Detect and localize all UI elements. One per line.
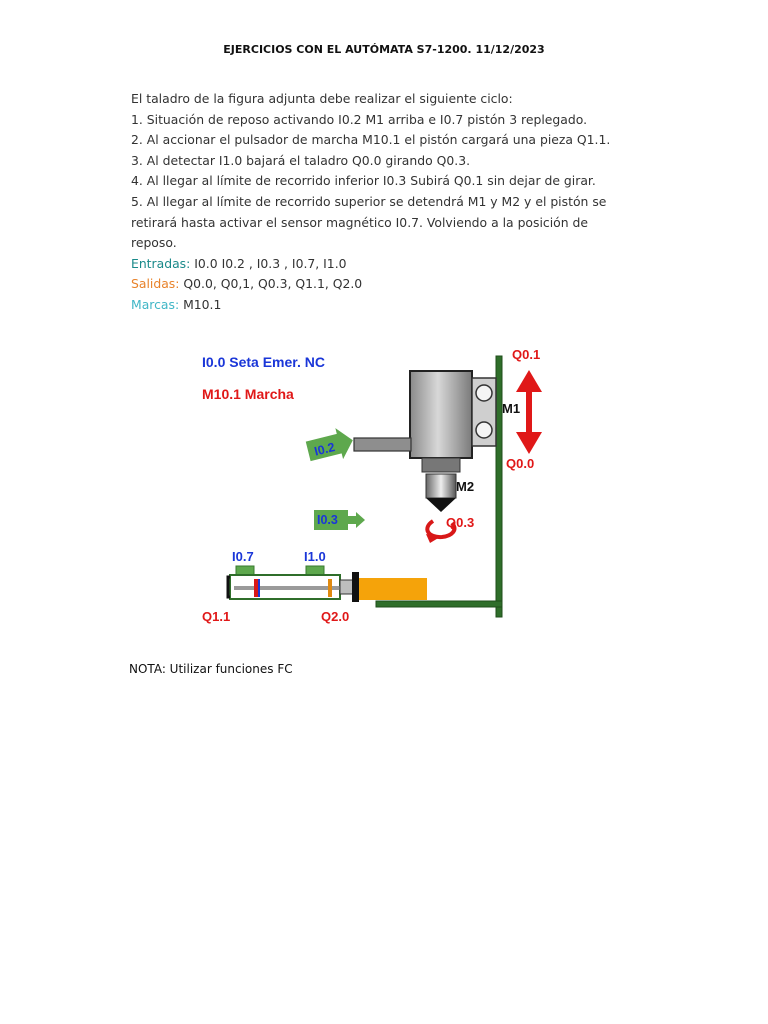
rotation-arrow-icon (425, 519, 457, 540)
seta-label: I0.0 Seta Emer. NC (202, 354, 325, 370)
i07-sensor (235, 565, 255, 576)
exercise-text: El taladro de la figura adjunta debe rea… (131, 89, 621, 316)
rod-guide (339, 579, 355, 595)
workpiece (359, 578, 427, 600)
salidas-label: Salidas: (131, 276, 180, 292)
drill-motor-body (409, 370, 473, 459)
i03-label: I0.3 (317, 513, 338, 527)
i02-label: I0.2 (313, 440, 337, 459)
i02-sensor: I0.2 (305, 428, 353, 462)
i07-label: I0.7 (232, 549, 254, 564)
salidas-value: Q0.0, Q0,1, Q0.3, Q1.1, Q2.0 (179, 276, 363, 292)
q01-label: Q0.1 (512, 347, 540, 362)
cylinder-endcap (226, 575, 230, 599)
roller-top (475, 384, 493, 402)
m1-label: M1 (502, 401, 520, 416)
nota-text: NOTA: Utilizar funciones FC (129, 662, 293, 676)
entradas-line: Entradas: I0.0 I0.2 , I0.3 , I0.7, I1.0 (131, 254, 621, 275)
entradas-label: Entradas: (131, 255, 191, 271)
piston-head (254, 579, 258, 597)
roller-bottom (475, 421, 493, 439)
frame-base (375, 600, 503, 608)
marcas-value: M10.1 (179, 296, 222, 312)
step-1: 1. Situación de reposo activando I0.2 M1… (131, 111, 588, 127)
q20-label: Q2.0 (321, 609, 349, 624)
entradas-value: I0.0 I0.2 , I0.3 , I0.7, I1.0 (190, 255, 347, 271)
rotation-arrow-head (426, 534, 440, 543)
marcha-label: M10.1 Marcha (202, 386, 294, 402)
step-4: 4. Al llegar al límite de recorrido infe… (131, 173, 596, 189)
updown-arrow-shaft (526, 386, 532, 438)
up-arrow-icon (516, 370, 542, 392)
piston-magnet (258, 579, 260, 597)
limit-arm (353, 437, 412, 452)
down-arrow-icon (516, 432, 542, 454)
drill-chuck (425, 473, 457, 499)
spindle-collar (421, 457, 461, 473)
i03-sensor (314, 510, 348, 530)
frame-column (495, 355, 503, 618)
step-2: 2. Al accionar el pulsador de marcha M10… (131, 132, 611, 148)
i10-label: I1.0 (304, 549, 326, 564)
intro-text: El taladro de la figura adjunta debe rea… (131, 91, 513, 106)
step-3: 3. Al detectar I1.0 bajará el taladro Q0… (131, 152, 471, 168)
i03-arrow-icon (348, 512, 365, 528)
marcas-line: Marcas: M10.1 (131, 295, 621, 316)
q00-label: Q0.0 (506, 456, 534, 471)
m2-label: M2 (456, 479, 474, 494)
q11-label: Q1.1 (202, 609, 230, 624)
q03-label: Q0.3 (446, 515, 474, 530)
i10-sensor (305, 565, 325, 576)
drill-bit (426, 498, 456, 512)
pusher-plate (352, 572, 359, 602)
piston-rod (234, 586, 344, 590)
drill-diagram: I0.0 Seta Emer. NC M10.1 Marcha M1 M2 Q0… (202, 347, 542, 624)
i02-arrow-icon (305, 428, 353, 462)
salidas-line: Salidas: Q0.0, Q0,1, Q0.3, Q1.1, Q2.0 (131, 274, 621, 295)
page-title: EJERCICIOS CON EL AUTÓMATA S7-1200. 11/1… (223, 43, 545, 56)
marcas-label: Marcas: (131, 296, 180, 312)
step-5: 5. Al llegar al límite de recorrido supe… (131, 193, 607, 251)
cylinder-port (328, 579, 332, 597)
